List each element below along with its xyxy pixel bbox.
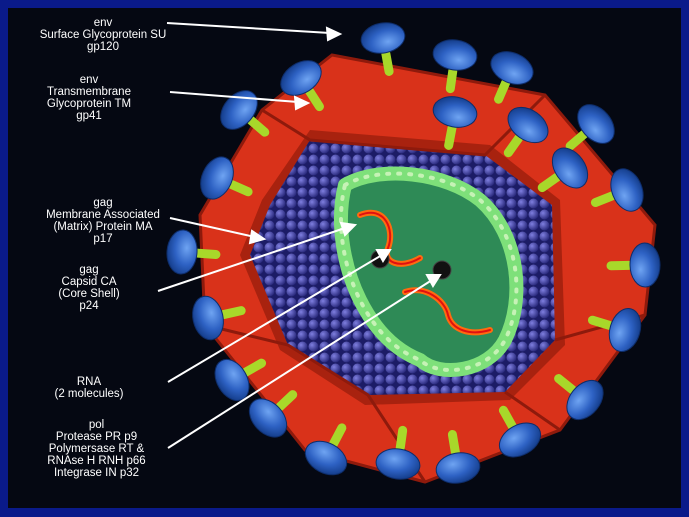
spike-head bbox=[551, 147, 589, 189]
spike-stem bbox=[328, 423, 347, 449]
label-env-su-line: env bbox=[93, 17, 113, 29]
label-pol-line: pol bbox=[88, 419, 105, 431]
label-gag-ma-line: p17 bbox=[93, 233, 113, 245]
spike-head bbox=[166, 229, 198, 275]
spike-stem bbox=[395, 425, 408, 453]
spike-stem bbox=[537, 172, 562, 193]
spike-stem bbox=[554, 374, 578, 395]
label-env-tm-line: env bbox=[79, 74, 99, 86]
pointer-arrows bbox=[157, 22, 442, 449]
spike-stem bbox=[590, 191, 617, 208]
spike-stem bbox=[444, 123, 457, 150]
label-env-tm-line: Glycoprotein TM bbox=[46, 98, 132, 110]
label-env-su: env Surface Glycoprotein SU gp120 bbox=[14, 17, 192, 53]
spike-head bbox=[507, 106, 549, 144]
spike-stem bbox=[503, 133, 524, 158]
spike-stem bbox=[219, 306, 246, 320]
envelope-edge-right bbox=[504, 390, 561, 432]
label-rna-line: RNA bbox=[76, 376, 102, 388]
capsid-beads bbox=[338, 171, 519, 373]
spike-stem bbox=[227, 179, 253, 197]
spike-head bbox=[220, 90, 258, 130]
arrow-gp41-head bbox=[293, 95, 311, 111]
spike-stem bbox=[241, 358, 267, 377]
spike-head bbox=[360, 22, 406, 54]
spike-stem bbox=[494, 78, 511, 104]
label-gag-ca-line: p24 bbox=[79, 300, 99, 312]
label-rna: RNA (2 molecules) bbox=[14, 376, 164, 400]
label-gag-ca-line: (Core Shell) bbox=[58, 288, 120, 300]
spike-stem bbox=[193, 248, 221, 260]
spike-head bbox=[498, 422, 542, 458]
label-gag-ca-line: gag bbox=[79, 264, 99, 276]
spike-stem bbox=[275, 390, 298, 412]
spike-stem bbox=[587, 315, 615, 330]
label-gag-ca: gag Capsid CA (Core Shell) p24 bbox=[14, 264, 164, 312]
arrow-pol-head bbox=[425, 274, 442, 288]
label-gag-ma: gag Membrane Associated (Matrix) Protein… bbox=[14, 197, 192, 245]
label-gag-ca-line: Capsid CA bbox=[61, 276, 117, 288]
arrow-p24 bbox=[157, 227, 346, 292]
label-rna-line: (2 molecules) bbox=[54, 388, 124, 400]
label-pol: pol Protease PR p9 Polymersase RT & RNAs… bbox=[14, 419, 179, 479]
label-gag-ma-line: (Matrix) Protein MA bbox=[53, 221, 153, 233]
spike-head bbox=[214, 358, 250, 402]
label-pol-line: RNAse H RNH p66 bbox=[47, 455, 146, 467]
spike-head bbox=[566, 379, 604, 421]
arrow-gp120-head bbox=[325, 26, 343, 42]
spike-head bbox=[490, 51, 534, 85]
arrow-gp120 bbox=[166, 22, 331, 34]
spike-stem bbox=[565, 129, 589, 151]
spike-head bbox=[248, 398, 288, 438]
spike-head bbox=[432, 39, 478, 71]
arrow-p24-head bbox=[339, 221, 358, 237]
label-gag-ma-line: Membrane Associated bbox=[46, 209, 160, 221]
arrow-pol bbox=[167, 279, 433, 449]
label-env-su-line: Surface Glycoprotein SU bbox=[39, 29, 167, 41]
arrow-gp41 bbox=[169, 91, 299, 103]
spike-head bbox=[577, 104, 615, 144]
spike-head bbox=[304, 440, 348, 476]
spike-head bbox=[280, 60, 322, 96]
label-env-su-line: gp120 bbox=[87, 41, 119, 53]
label-pol-line: Protease PR p9 bbox=[55, 431, 138, 443]
spike-stem bbox=[498, 405, 517, 431]
arrow-p17 bbox=[169, 217, 256, 238]
label-env-tm: env Transmembrane Glycoprotein TM gp41 bbox=[14, 74, 164, 122]
label-env-tm-line: gp41 bbox=[76, 110, 102, 122]
spike-head bbox=[608, 307, 642, 353]
spike-head bbox=[192, 295, 224, 341]
spike-head bbox=[375, 448, 421, 480]
spike-head bbox=[432, 96, 478, 128]
spike-stem bbox=[445, 66, 458, 94]
spike-head bbox=[610, 168, 644, 212]
spike-stem bbox=[381, 49, 394, 76]
arrow-p17-head bbox=[248, 229, 267, 245]
spike-stem bbox=[447, 429, 460, 457]
envelope-spikes bbox=[166, 22, 661, 484]
spike-head bbox=[629, 242, 661, 288]
arrow-rna bbox=[167, 254, 383, 383]
rna-strand-2-core bbox=[404, 289, 491, 334]
label-env-tm-line: Transmembrane bbox=[47, 86, 131, 98]
arrow-rna-head bbox=[375, 249, 392, 263]
label-pol-line: Polymersase RT & bbox=[48, 443, 145, 455]
spike-stem bbox=[305, 86, 324, 112]
label-pol-line: Integrase IN p32 bbox=[53, 467, 140, 479]
spike-stem bbox=[246, 115, 270, 137]
spike-head bbox=[200, 156, 234, 200]
label-gag-ma-line: gag bbox=[93, 197, 113, 209]
rna-strand-1-core bbox=[359, 211, 421, 265]
spike-head bbox=[435, 452, 481, 484]
